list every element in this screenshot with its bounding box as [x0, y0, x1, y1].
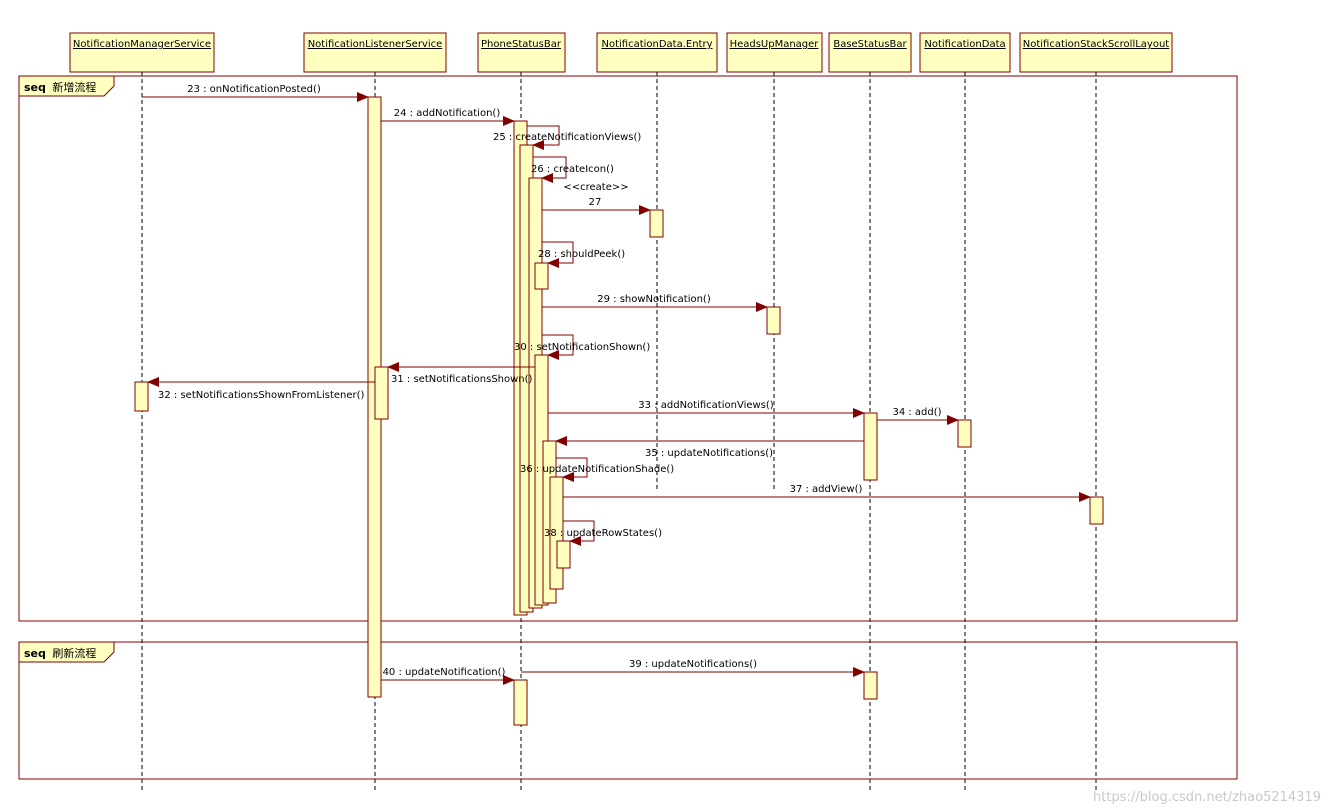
activation-bar — [534, 262, 549, 290]
message-arrow — [533, 156, 567, 183]
message-label: 24 : addNotification() — [394, 108, 501, 119]
message-arrow — [563, 520, 595, 546]
activation-bar — [957, 419, 972, 448]
frame-refresh-flow: seq 刷新流程 — [18, 641, 1238, 780]
lifeline-notification-manager-service: NotificationManagerService — [69, 32, 215, 790]
activation-bar — [863, 671, 878, 700]
frame-label: seq 刷新流程 — [24, 646, 96, 660]
message-arrow — [542, 241, 574, 268]
message-label: 38 : updateRowStates() — [544, 528, 662, 539]
message-label: 23 : onNotificationPosted() — [187, 84, 321, 95]
message-label: 40 : updateNotification() — [383, 667, 506, 678]
activation-bar — [766, 306, 781, 335]
lifeline-label: NotificationStackScrollLayout — [1023, 39, 1170, 50]
messages — [142, 92, 1091, 685]
watermark: https://blog.csdn.net/zhao5214319 — [1093, 790, 1321, 805]
message-label: 27 — [589, 197, 602, 208]
activation-bar — [556, 540, 571, 569]
activations — [134, 96, 1104, 726]
lifeline-base-status-bar: BaseStatusBar — [828, 32, 912, 790]
activation-bar — [513, 679, 528, 726]
lifeline-label: NotificationListenerService — [308, 39, 443, 50]
message-arrow — [556, 457, 588, 482]
activation-bar — [649, 209, 664, 238]
message-label: 29 : showNotification() — [597, 294, 711, 305]
lifeline-notification-stack-scroll-layout: NotificationStackScrollLayout — [1019, 32, 1173, 790]
message-label: 39 : updateNotifications() — [629, 659, 757, 670]
activation-bar — [863, 412, 878, 481]
activation-bar — [134, 381, 149, 412]
message-label: 32 : setNotificationsShownFromListener() — [158, 390, 365, 401]
message-arrow — [527, 125, 560, 150]
message-label: 34 : add() — [892, 407, 941, 418]
message-label: 36 : updateNotificationShade() — [520, 464, 674, 475]
message-stereotype: <<create>> — [563, 182, 628, 193]
message-label: 37 : addView() — [790, 484, 863, 495]
lifeline-label: BaseStatusBar — [833, 39, 907, 50]
message-label: 35 : updateNotifications() — [645, 448, 773, 459]
lifeline-notification-data: NotificationData — [919, 32, 1011, 790]
frame-label: seq 新增流程 — [24, 80, 96, 94]
lifeline-label: HeadsUpManager — [730, 39, 820, 50]
lifeline-label: PhoneStatusBar — [481, 39, 562, 50]
activation-bar — [374, 366, 389, 420]
activation-bar — [1089, 496, 1104, 525]
message-labels: 23 : onNotificationPosted() 24 : addNoti… — [158, 84, 942, 678]
message-label: 31 : setNotificationsShown() — [391, 374, 533, 385]
message-label: 25 : createNotificationViews() — [493, 132, 641, 143]
message-label: 30 : setNotificationShown() — [514, 342, 650, 353]
message-arrow — [542, 334, 574, 360]
lifeline-heads-up-manager: HeadsUpManager — [726, 32, 823, 492]
lifeline-label: NotificationManagerService — [73, 39, 211, 50]
message-label: 33 : addNotificationViews() — [638, 400, 773, 411]
frame-add-flow: seq 新增流程 — [18, 75, 1238, 622]
message-label: 28 : shouldPeek() — [538, 249, 625, 260]
lifeline-label: NotificationData — [924, 39, 1005, 50]
lifeline-label: NotificationData.Entry — [601, 39, 712, 50]
lifeline-notification-data-entry: NotificationData.Entry — [596, 32, 718, 492]
message-label: 26 : createIcon() — [531, 164, 614, 175]
